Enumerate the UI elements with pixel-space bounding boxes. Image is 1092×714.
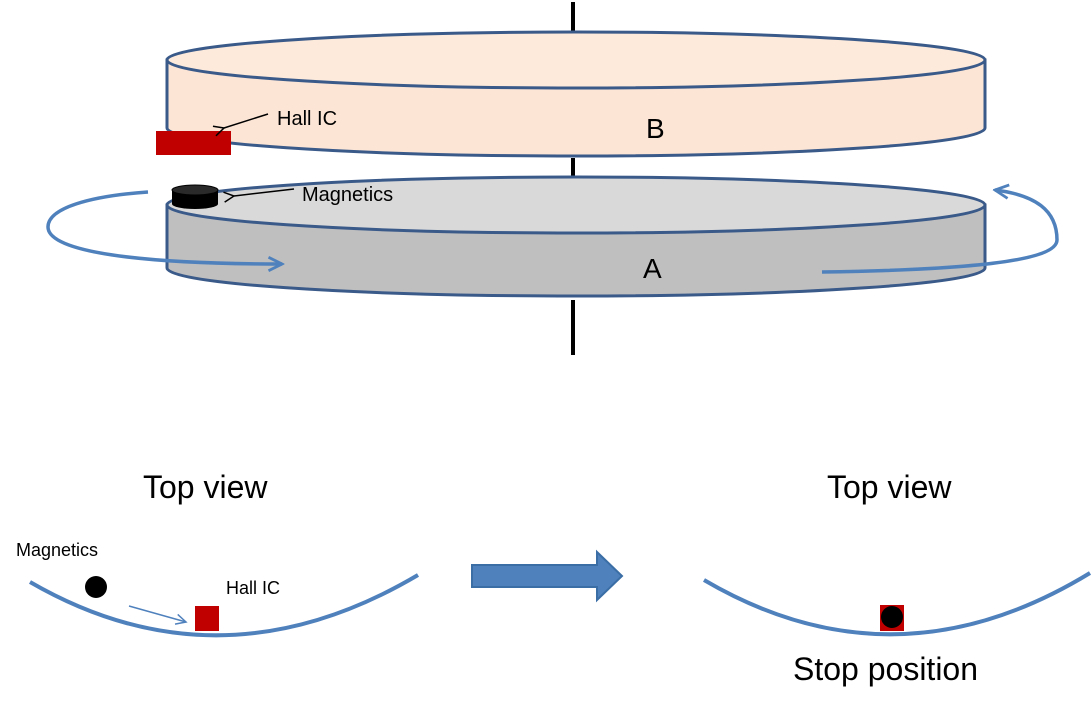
disk-b-label: B bbox=[646, 113, 665, 144]
transition-arrow bbox=[471, 549, 624, 603]
hall-ic-sensor bbox=[156, 131, 231, 155]
top-view-right-title: Top view bbox=[827, 469, 952, 505]
disk-a-top bbox=[165, 175, 987, 235]
disk-b: B bbox=[165, 30, 987, 158]
magnetics-pointer-arrow bbox=[234, 188, 295, 196]
magnet-motion-arrow bbox=[128, 605, 188, 625]
magnet-cylinder bbox=[171, 184, 219, 209]
disk-edge-arc-right bbox=[702, 571, 1092, 637]
hall-ic-pointer-arrow bbox=[224, 113, 269, 128]
magnetics-label-top: Magnetics bbox=[302, 184, 393, 206]
hall-ic-label-left: Hall IC bbox=[226, 578, 280, 598]
rotation-arrow-left-front bbox=[46, 226, 282, 264]
disk-b-top bbox=[165, 30, 987, 90]
magnet-dot-left bbox=[85, 576, 107, 598]
magnetics-label-left: Magnetics bbox=[16, 540, 98, 560]
stop-position-label: Stop position bbox=[793, 651, 978, 687]
rotation-arrow-right-back bbox=[995, 190, 1059, 241]
magnet-dot-right bbox=[881, 606, 903, 628]
top-view-left-title: Top view bbox=[143, 469, 268, 505]
hall-ic-square-left bbox=[195, 606, 219, 631]
rotation-arrow-left-back bbox=[46, 190, 149, 228]
hall-ic-label-top: Hall IC bbox=[277, 108, 337, 130]
rotation-arrow-right-front bbox=[821, 239, 1059, 274]
disk-edge-arc-left bbox=[28, 573, 420, 638]
disk-a: A bbox=[165, 175, 987, 298]
disk-a-label: A bbox=[643, 253, 662, 284]
